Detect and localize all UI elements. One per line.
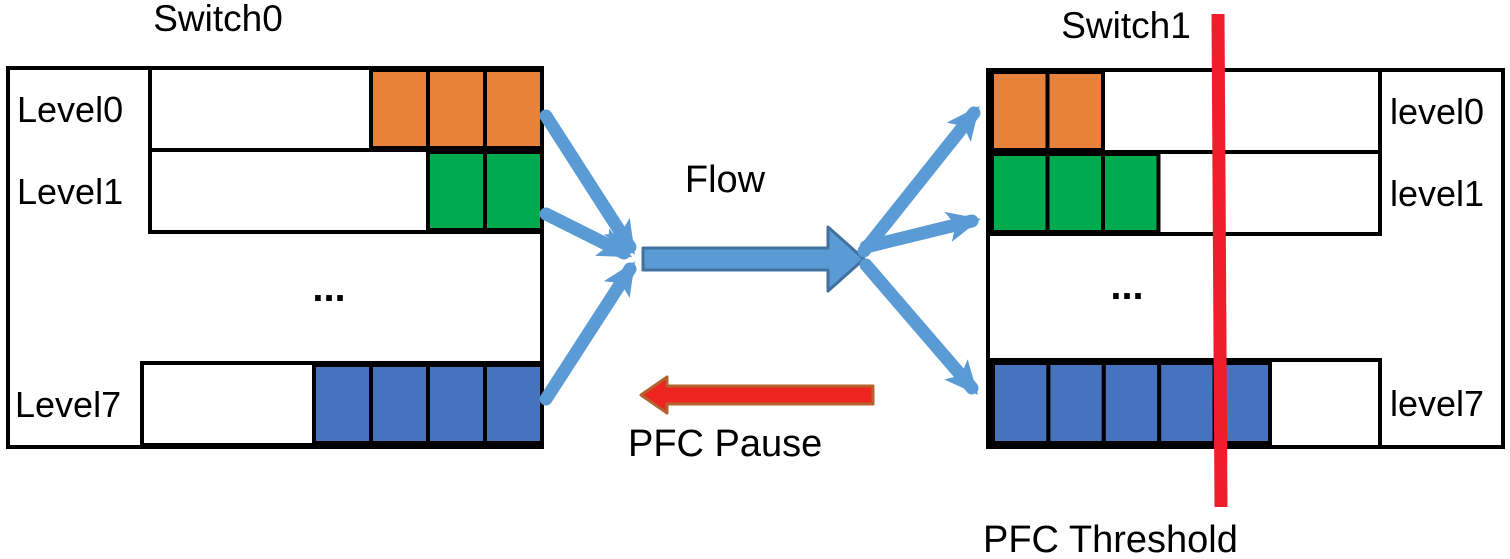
switch0-level0-cells <box>369 68 544 150</box>
queue-cell-blue <box>369 363 430 445</box>
flow-in-arrow-level7 <box>539 261 637 406</box>
queue-cell-orange <box>990 70 1050 152</box>
switch0-group: Switch0 Level0 Level1 Level7 ... <box>6 0 544 449</box>
switch1-queue-label-level7: level7 <box>1390 383 1484 424</box>
queue-cell-blue <box>426 363 487 445</box>
flow-in-arrow-level0 <box>539 109 637 255</box>
flow-label: Flow <box>685 159 766 201</box>
queue-cell-orange <box>369 68 430 150</box>
queue-cell-green <box>1101 152 1161 234</box>
queue-cell-orange <box>426 68 487 150</box>
queue-cell-green <box>483 150 544 232</box>
flow-out-arrow-level1 <box>859 211 981 254</box>
switch0-title: Switch0 <box>153 0 283 39</box>
queue-cell-blue <box>1046 361 1106 445</box>
flow-in-arrow-level1 <box>539 207 633 260</box>
switch1-queue-label-level0: level0 <box>1390 91 1484 132</box>
switch1-level7-cells <box>991 361 1272 445</box>
switch0-queue-label-level7: Level7 <box>15 384 121 425</box>
switch0-ellipsis: ... <box>312 266 345 310</box>
switch1-title: Switch1 <box>1061 5 1191 46</box>
queue-cell-orange <box>483 68 544 150</box>
queue-cell-blue <box>1101 361 1162 445</box>
switch0-queue-label-level0: Level0 <box>17 89 123 130</box>
switch0-level7-cells <box>312 363 544 445</box>
switch1-level0-cells <box>990 70 1105 152</box>
flow-arrows-group <box>539 105 981 406</box>
queue-cell-green <box>990 152 1050 234</box>
queue-cell-blue <box>483 363 544 445</box>
switch1-queue-label-level1: level1 <box>1390 173 1484 214</box>
flow-out-arrow-level7 <box>859 258 979 395</box>
flow-out-arrow-level0 <box>857 105 981 258</box>
queue-cell-blue <box>312 363 373 445</box>
pfc-threshold-line <box>1211 13 1228 508</box>
queue-cell-green <box>426 150 487 232</box>
switch1-ellipsis: ... <box>1110 264 1143 308</box>
switch0-queue-label-level1: Level1 <box>17 171 123 212</box>
switch0-level1-cells <box>426 150 544 232</box>
queue-cell-orange <box>1045 70 1105 152</box>
pfc-pause-arrow <box>639 375 875 415</box>
queue-cell-blue <box>991 361 1051 445</box>
pfc-pause-label: PFC Pause <box>628 423 822 465</box>
queue-cell-green <box>1045 152 1105 234</box>
pfc-threshold-label: PFC Threshold <box>983 519 1238 559</box>
switch1-level1-cells <box>990 152 1161 234</box>
queue-cell-blue <box>1157 361 1217 445</box>
switch1-group: Switch1 level0 level1 level7 ... <box>986 5 1505 449</box>
flow-arrow-main <box>641 225 866 293</box>
